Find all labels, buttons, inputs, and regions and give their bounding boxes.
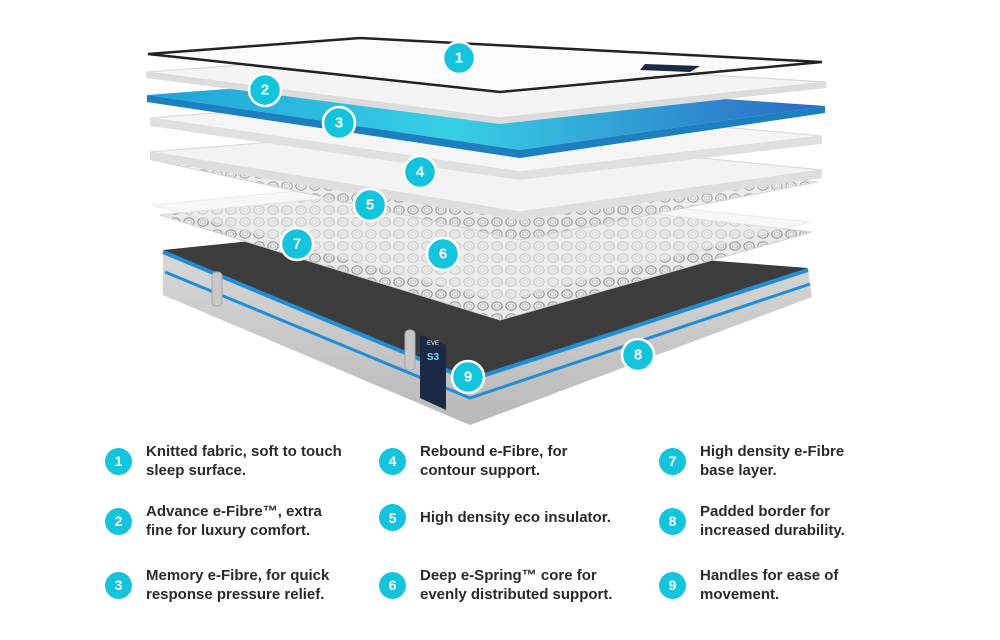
legend-badge-6: 6 <box>379 571 406 599</box>
svg-text:3: 3 <box>335 115 343 132</box>
callout-badge-2: 2 <box>247 72 283 108</box>
svg-text:6: 6 <box>439 246 447 263</box>
memory-fibre-edge <box>150 118 822 180</box>
legend-item-8: 8 Padded border for increased durability… <box>659 502 845 540</box>
legend-text-8: Padded border for increased durability. <box>700 503 845 539</box>
legend-item-9: 9 Handles for ease of movement. <box>659 566 838 604</box>
legend-text-5: High density eco insulator. <box>420 509 611 526</box>
features-legend: 1 Knitted fabric, soft to touch sleep su… <box>0 430 1000 640</box>
handle-left <box>211 271 223 307</box>
callout-badge-7: 7 <box>279 226 315 262</box>
svg-text:9: 9 <box>464 369 472 386</box>
label-tag <box>420 335 446 410</box>
callout-badge-1: 1 <box>441 40 477 76</box>
legend-badge-1: 1 <box>105 447 132 475</box>
legend-item-5: 5 High density eco insulator. <box>379 504 611 531</box>
svg-text:1: 1 <box>455 50 463 67</box>
svg-text:5: 5 <box>366 197 374 214</box>
legend-badge-2: 2 <box>105 507 132 535</box>
callout-badge-3: 3 <box>321 105 357 141</box>
padded-border-side <box>163 250 812 425</box>
legend-text-7: High density e-Fibre base layer. <box>700 443 845 479</box>
legend-badge-8: 8 <box>659 507 686 535</box>
memory-foam-edge <box>147 95 825 158</box>
advance-fibre-edge <box>146 72 826 124</box>
legend-badge-3: 3 <box>105 571 132 599</box>
legend-badge-5: 5 <box>379 504 406 531</box>
legend-item-6: 6 Deep e-Spring™ core for evenly distrib… <box>379 566 613 604</box>
legend-item-4: 4 Rebound e-Fibre, for contour support. <box>379 442 568 480</box>
legend-text-3: Memory e-Fibre, for quick response press… <box>146 567 330 603</box>
mattress-layers-illustration: EVE S3 1 2 3 4 5 6 <box>145 36 827 425</box>
legend-text-2: Advance e-Fibre™, extra fine for luxury … <box>146 503 322 539</box>
callout-badge-4: 4 <box>402 154 438 190</box>
handle-front <box>404 329 416 371</box>
callout-badge-6: 6 <box>425 236 461 272</box>
legend-badge-7: 7 <box>659 447 686 475</box>
callout-badge-8: 8 <box>620 337 656 373</box>
legend-text-9: Handles for ease of movement. <box>700 567 839 603</box>
legend-item-3: 3 Memory e-Fibre, for quick response pre… <box>105 566 329 604</box>
top-tag <box>640 64 700 72</box>
legend-item-7: 7 High density e-Fibre base layer. <box>659 442 844 480</box>
legend-item-2: 2 Advance e-Fibre™, extra fine for luxur… <box>105 502 322 540</box>
svg-text:7: 7 <box>293 236 301 253</box>
legend-item-1: 1 Knitted fabric, soft to touch sleep su… <box>105 442 342 480</box>
svg-text:8: 8 <box>634 347 642 364</box>
label-tag-brand: EVE <box>427 341 439 347</box>
legend-text-1: Knitted fabric, soft to touch sleep surf… <box>146 443 342 479</box>
legend-text-6: Deep e-Spring™ core for evenly distribut… <box>420 567 613 603</box>
legend-text-4: Rebound e-Fibre, for contour support. <box>420 443 568 479</box>
callout-badge-9: 9 <box>450 359 486 395</box>
border-trim-bottom <box>164 270 811 400</box>
svg-text:4: 4 <box>416 164 425 181</box>
knitted-top-layer <box>147 36 823 94</box>
legend-badge-9: 9 <box>659 571 686 599</box>
label-tag-model: S3 <box>427 352 440 363</box>
svg-text:2: 2 <box>261 82 269 99</box>
legend-badge-4: 4 <box>379 447 406 475</box>
callout-badge-5: 5 <box>352 187 388 223</box>
